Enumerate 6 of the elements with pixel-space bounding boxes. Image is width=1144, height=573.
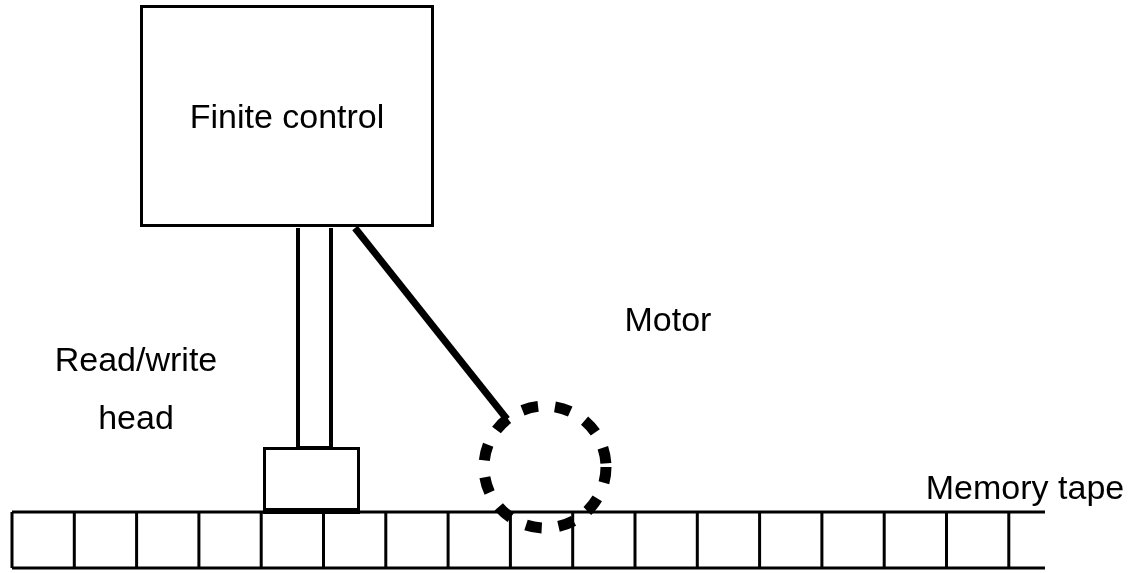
part-label: Read/write head [53, 339, 219, 438]
control-box [140, 5, 434, 227]
node-label: Finite control [189, 96, 385, 136]
part-label: Motor [623, 299, 713, 340]
part-label: Memory tape [924, 467, 1126, 508]
connecting-rod [296, 226, 333, 450]
